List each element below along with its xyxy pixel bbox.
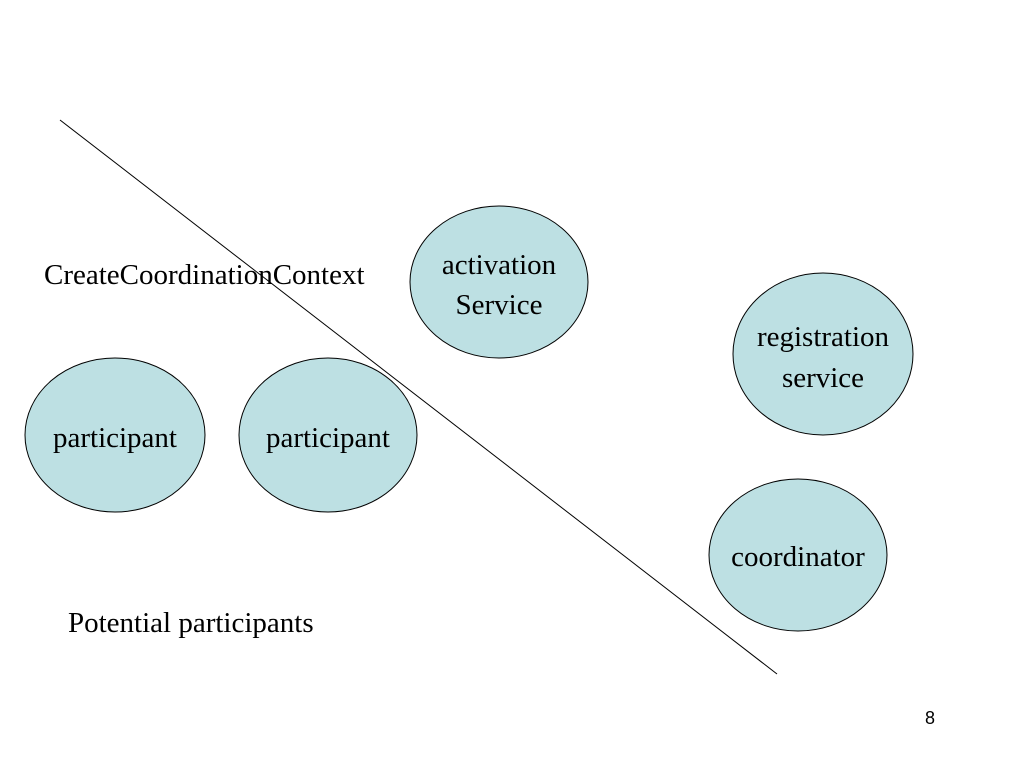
create-coordination-context-label: CreateCoordinationContext <box>44 259 365 291</box>
coordinator-node: coordinator <box>708 478 888 632</box>
registration-service-node: registration service <box>732 272 914 436</box>
participant-2-ellipse <box>238 357 418 513</box>
activation-service-label-line2: Service <box>456 289 543 321</box>
registration-service-label-line2: service <box>782 362 864 394</box>
activation-service-node: activation Service <box>409 205 589 359</box>
registration-service-label-line1: registration <box>757 321 890 353</box>
page-number: 8 <box>925 708 936 728</box>
coordinator-ellipse <box>708 478 888 632</box>
participant-node-2: participant <box>238 357 418 513</box>
participant-1-label: participant <box>53 422 177 454</box>
participant-node-1: participant <box>24 357 206 513</box>
registration-service-ellipse <box>732 272 914 436</box>
activation-service-label-line1: activation <box>442 249 557 281</box>
participant-1-ellipse <box>24 357 206 513</box>
participant-2-label: participant <box>266 422 390 454</box>
potential-participants-label: Potential participants <box>68 607 314 639</box>
divider-line <box>59 119 778 675</box>
coordinator-label: coordinator <box>731 541 865 573</box>
activation-service-ellipse <box>409 205 589 359</box>
